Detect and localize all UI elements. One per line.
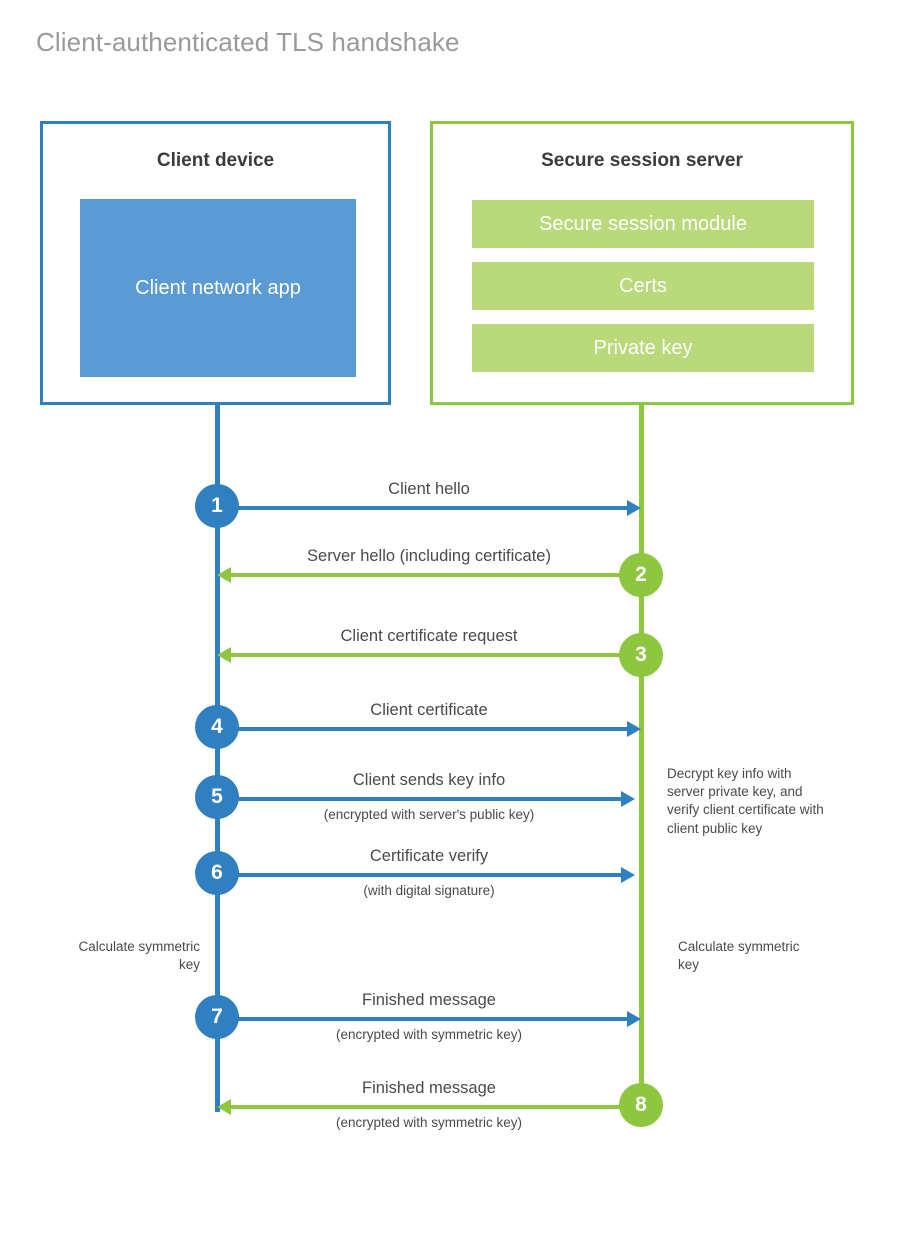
server-component-private-key: Private key [472,324,814,372]
secure-session-server-box: Secure session server Secure session mod… [430,121,854,405]
step-badge-1: 1 [195,484,239,528]
secure-session-server-title: Secure session server [541,150,743,171]
step-badge-3: 3 [619,633,663,677]
message-4-line [217,727,627,731]
step-badge-5: 5 [195,775,239,819]
message-6-line [217,873,621,877]
message-4-arrowhead-icon [627,721,641,737]
client-device-title: Client device [156,150,275,171]
message-3-label: Client certificate request [340,627,518,645]
annotation-server-decrypt: Decrypt key info with server private key… [667,766,824,836]
step-badge-2: 2 [619,553,663,597]
message-8-arrowhead-icon [217,1099,231,1115]
message-3-line [231,653,641,657]
message-7-line [217,1017,627,1021]
message-5-line [217,797,621,801]
message-5-sublabel: (encrypted with server's public key) [323,807,535,822]
message-1-label: Client hello [388,480,470,498]
message-2-label: Server hello (including certificate) [307,547,551,565]
message-6-arrowhead-icon [621,867,635,883]
message-8-line [231,1105,641,1109]
message-1-arrowhead-icon [627,500,641,516]
message-6-sublabel: (with digital signature) [363,883,495,898]
message-7-arrowhead-icon [627,1011,641,1027]
step-badge-4: 4 [195,705,239,749]
message-2-line [231,573,641,577]
message-5-arrowhead-icon [621,791,635,807]
message-1-line [217,506,627,510]
message-2-arrowhead-icon [217,567,231,583]
annotation-server-calculate-symmetric-key: Calculate symmetric key [678,939,800,973]
step-badge-8: 8 [619,1083,663,1127]
message-8-sublabel: (encrypted with symmetric key) [335,1115,523,1130]
message-7-sublabel: (encrypted with symmetric key) [335,1027,523,1042]
message-5-label: Client sends key info [352,771,506,789]
server-component-secure-session-module: Secure session module [472,200,814,248]
step-badge-7: 7 [195,995,239,1039]
annotation-client-calculate-symmetric-key: Calculate symmetric key [78,939,200,973]
server-components-list: Secure session module Certs Private key [472,200,814,372]
server-component-certs: Certs [472,262,814,310]
message-8-label: Finished message [362,1079,496,1097]
message-4-label: Client certificate [370,701,488,719]
client-lifeline [215,405,220,1112]
client-network-app-box: Client network app [80,199,356,377]
page-title: Client-authenticated TLS handshake [36,27,460,57]
message-7-label: Finished message [362,991,496,1009]
client-device-box: Client device Client network app [40,121,391,405]
message-6-label: Certificate verify [369,847,489,865]
message-3-arrowhead-icon [217,647,231,663]
step-badge-6: 6 [195,851,239,895]
client-network-app-label: Client network app [135,277,301,299]
server-lifeline [639,405,644,1105]
